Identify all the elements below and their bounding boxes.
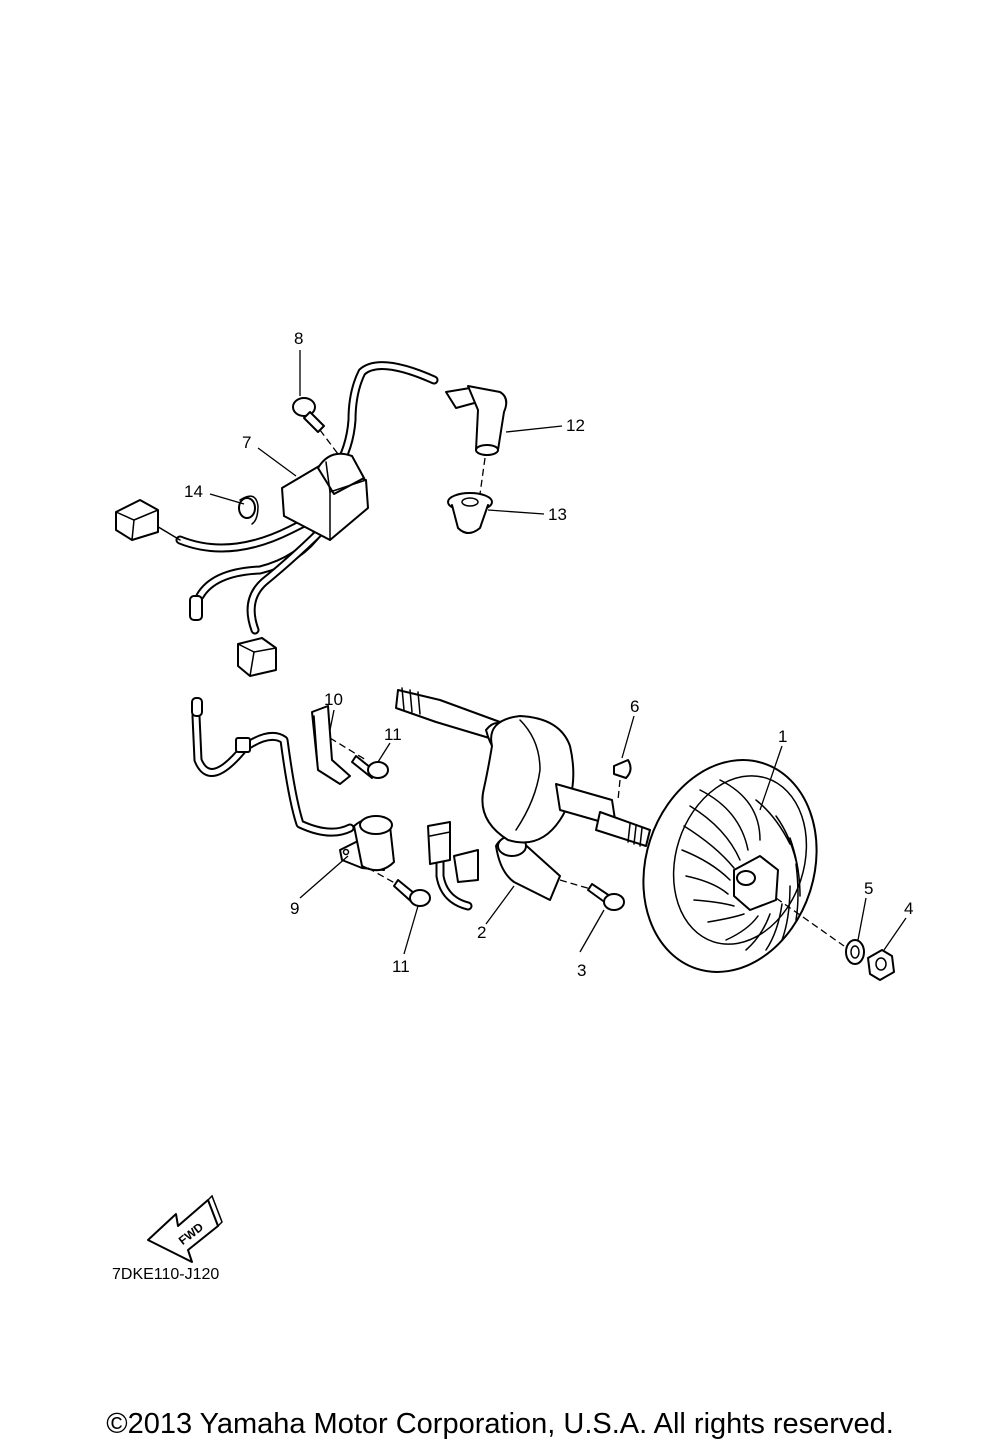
ignition-coil-assembly [115,361,508,677]
lead-grommet [235,737,251,753]
coil-bolt [292,397,325,433]
callout-9: 9 [290,899,299,918]
pickup-connector [427,821,451,865]
callout-6: 6 [630,697,639,716]
callout-4: 4 [904,899,913,918]
callout-13: 13 [548,505,567,524]
woodruff-key [613,759,632,779]
callout-14: 14 [184,482,203,501]
copyright-notice: ©2013 Yamaha Motor Corporation, U.S.A. A… [106,1408,894,1440]
callout-1: 1 [778,727,787,746]
charging-coil [339,815,395,872]
plug-boot [447,492,493,534]
bracket-bolt [351,755,389,779]
ignition-coil [281,452,369,541]
callout-11-lower: 11 [392,957,410,976]
callout-12: 12 [566,416,585,435]
coil-bolt-lower [393,879,431,907]
harness-connector-bottom [237,637,277,677]
callout-2: 2 [477,923,486,942]
pickup-coil [453,835,561,901]
coil-bracket [311,705,351,785]
crankshaft [395,687,651,847]
callout-3: 3 [577,961,586,980]
pickup-bolt [587,883,625,911]
harness-connector-left [115,499,159,541]
leader-lines [209,350,907,955]
lead-terminal [191,697,203,717]
callout-labels: 8 7 14 12 13 10 11 6 1 9 2 3 11 5 4 [184,329,913,980]
charging-coil-assembly [191,697,625,911]
callout-11-upper: 11 [384,725,402,744]
flywheel-washer [845,939,865,965]
fwd-arrow-icon: FWD [147,1194,223,1263]
flywheel [642,759,818,973]
wire-clamp [238,495,259,525]
callout-8: 8 [294,329,303,348]
reference-code: 7DKE110-J120 [112,1266,220,1283]
callout-7: 7 [242,433,251,452]
callout-10: 10 [324,690,343,709]
bullet-terminal [189,595,203,621]
spark-plug-cap [445,385,508,456]
flywheel-nut [867,949,895,981]
callout-5: 5 [864,879,873,898]
